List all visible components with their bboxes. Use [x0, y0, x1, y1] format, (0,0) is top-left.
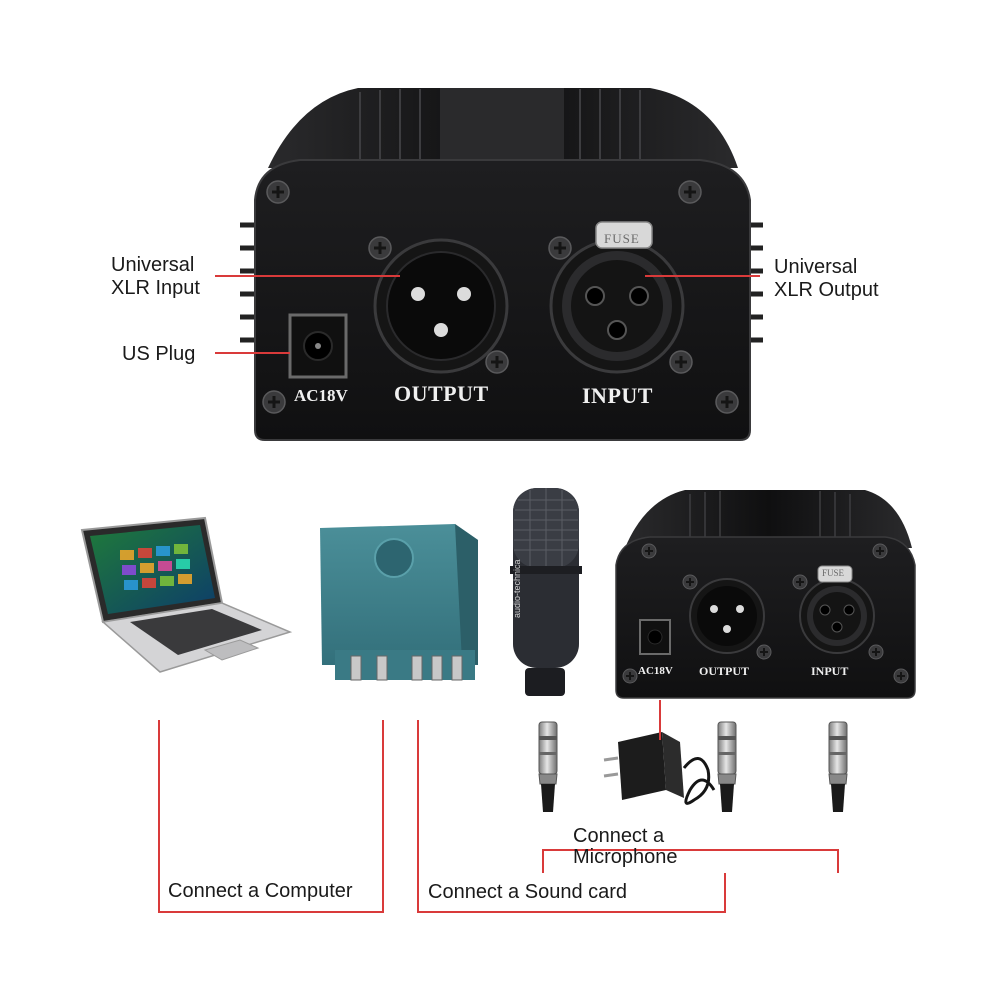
condenser-microphone — [510, 488, 582, 696]
callout-lines — [158, 275, 839, 913]
small-output-port-label: OUTPUT — [699, 664, 750, 678]
small-power-jack-label: AC18V — [638, 665, 673, 677]
xlr-input-callout-line2: XLR Input — [111, 277, 200, 299]
xlr-output-callout-line1: Universal — [774, 256, 858, 278]
connect-computer-label: Connect a Computer — [168, 880, 353, 902]
sound-card — [320, 524, 478, 681]
fuse-label: FUSE — [604, 231, 640, 246]
mic-brand-label: audio-technica — [512, 559, 522, 618]
power-jack-label: AC18V — [294, 386, 348, 405]
xlr-output-callout-line2: XLR Output — [774, 279, 879, 301]
input-port-label: INPUT — [582, 383, 653, 408]
us-plug-callout: US Plug — [122, 343, 196, 365]
output-port-label: OUTPUT — [394, 381, 489, 406]
xlr-input-callout-line1: Universal — [111, 254, 195, 276]
laptop — [80, 516, 293, 673]
connect-microphone-label-line1: Connect a — [573, 825, 665, 847]
power-adapter — [603, 732, 716, 805]
small-fuse-label: FUSE — [822, 568, 845, 578]
phantom-power-box-small — [615, 490, 916, 699]
small-input-port-label: INPUT — [811, 664, 849, 678]
phantom-power-box-main — [240, 88, 763, 441]
xlr-connectors — [538, 721, 848, 813]
connect-sound-card-label: Connect a Sound card — [428, 881, 628, 903]
connect-microphone-label-line2: Microphone — [573, 846, 678, 868]
